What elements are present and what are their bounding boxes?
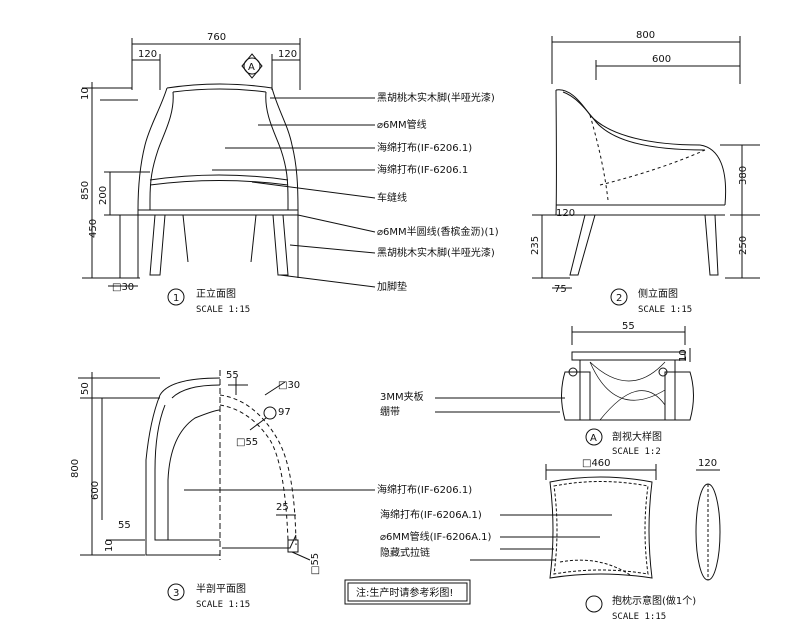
pillow-callout-3: 隐藏式拉链 [380, 546, 430, 559]
dim-120-side: 120 [556, 208, 575, 219]
dim-r6: □55 [310, 553, 321, 575]
sec-number: A [590, 433, 597, 444]
side-scale: SCALE 1:15 [638, 305, 692, 315]
sec-scale: SCALE 1:2 [612, 447, 661, 457]
dim-r1: 55 [226, 370, 239, 381]
dim-760: 760 [207, 32, 226, 43]
dim-200: 200 [98, 186, 109, 205]
plan-text: 50 800 600 55 10 55 □30 97 □55 25 □55 海绵… [70, 370, 472, 610]
front-view-text: 760 120 120 A 10 850 200 450 □30 黑胡桃木实木脚… [80, 32, 499, 315]
dim-50-plan: 50 [80, 382, 91, 395]
dim-800-side: 800 [636, 30, 655, 41]
dim-10-sec: 10 [678, 349, 689, 362]
pillow-callout-2: ⌀6MM管线(IF-6206A.1) [380, 530, 492, 543]
dim-75: 75 [554, 284, 567, 295]
dim-235: 235 [530, 236, 541, 255]
plan-callout: 海绵打布(IF-6206.1) [377, 483, 472, 496]
pillow-scale: SCALE 1:15 [612, 612, 666, 622]
sec-label-1: 3MM夹板 [380, 390, 424, 403]
callout-8: 加脚垫 [377, 280, 407, 293]
note-box [344, 579, 471, 605]
dim-800-plan: 800 [70, 459, 81, 478]
section-detail [435, 326, 694, 446]
side-title: 侧立面图 [638, 287, 678, 300]
callout-3: 海绵打布(IF-6206.1) [377, 141, 472, 154]
dim-850: 850 [80, 181, 91, 200]
dim-r4: □55 [236, 437, 258, 448]
sec-title: 剖视大样图 [612, 430, 662, 443]
dim-r3: 97 [278, 407, 291, 418]
pillow-title: 抱枕示意图(做1个) [612, 594, 696, 607]
callout-2: ⌀6MM管线 [377, 118, 427, 131]
dim-r5: 25 [276, 502, 289, 513]
front-scale: SCALE 1:15 [196, 305, 250, 315]
section-text: 55 10 3MM夹板 绷带 A 剖视大样图 SCALE 1:2 [380, 321, 689, 457]
side-view-text: 800 600 380 120 235 250 75 2 侧立面图 SCALE … [530, 30, 749, 315]
pillow-text: □460 120 海绵打布(IF-6206A.1) ⌀6MM管线(IF-6206… [380, 458, 717, 622]
dim-55-sec: 55 [622, 321, 635, 332]
dim-10: 10 [80, 87, 91, 100]
pillow-view [470, 464, 721, 613]
dim-600-plan: 600 [90, 481, 101, 500]
callout-5: 车缝线 [377, 191, 407, 204]
dim-460: □460 [582, 458, 611, 469]
dim-10-plan: 10 [104, 539, 115, 552]
sec-label-2: 绷带 [380, 405, 400, 418]
dim-r2: □30 [278, 380, 300, 391]
dim-380: 380 [738, 166, 749, 185]
dim-600-side: 600 [652, 54, 671, 65]
plan-number: 3 [173, 588, 179, 599]
dim-30: □30 [112, 282, 134, 293]
note-text: 注:生产时请参考彩图! [356, 586, 453, 599]
marker-a: A [248, 62, 255, 73]
dim-250: 250 [738, 236, 749, 255]
front-number: 1 [173, 293, 179, 304]
dim-120-left: 120 [138, 49, 157, 60]
dim-120-right: 120 [278, 49, 297, 60]
callout-7: 黑胡桃木实木脚(半哑光漆) [377, 246, 495, 259]
plan-title: 半剖平面图 [196, 582, 246, 595]
side-view [532, 36, 760, 306]
front-view [82, 38, 376, 306]
side-number: 2 [616, 293, 622, 304]
plan-view [78, 370, 375, 601]
callout-6: ⌀6MM半圆线(香槟金沥)(1) [377, 225, 499, 238]
front-title: 正立面图 [196, 287, 236, 300]
plan-scale: SCALE 1:15 [196, 600, 250, 610]
dim-55-plan: 55 [118, 520, 131, 531]
callout-4: 海绵打布(IF-6206.1 [377, 163, 468, 176]
callout-1: 黑胡桃木实木脚(半哑光漆) [377, 91, 495, 104]
dim-450: 450 [88, 219, 99, 238]
dim-120-pillow: 120 [698, 458, 717, 469]
pillow-callout-1: 海绵打布(IF-6206A.1) [380, 508, 482, 521]
